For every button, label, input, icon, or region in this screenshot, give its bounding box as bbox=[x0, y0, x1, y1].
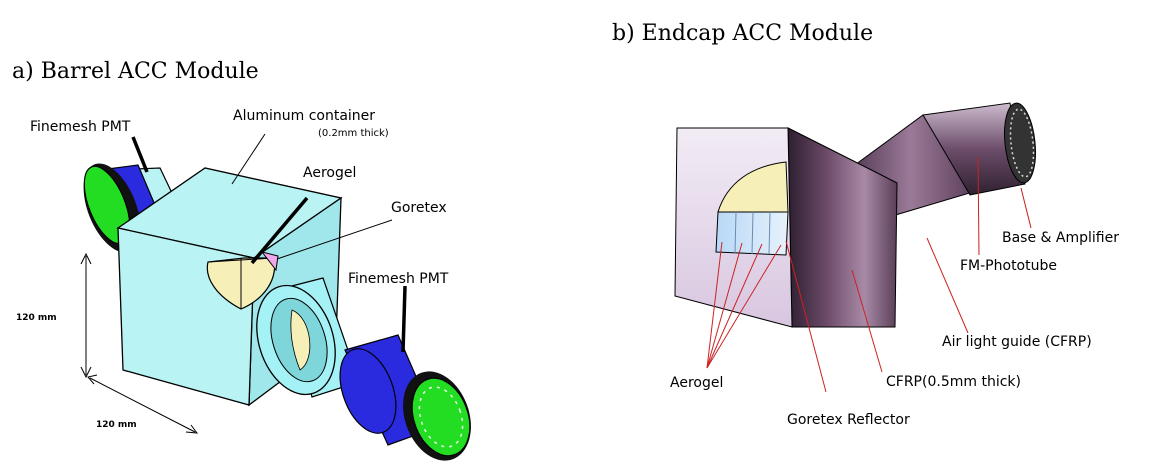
goretex-reflector-label: Goretex Reflector bbox=[787, 412, 910, 428]
air-light-guide-label: Air light guide (CFRP) bbox=[942, 334, 1092, 350]
endcap-aerogel-block bbox=[715, 161, 789, 256]
aerogel-block bbox=[206, 251, 279, 310]
panel-a-leaders bbox=[131, 133, 407, 353]
finemesh-pmt-right-label: Finemesh PMT bbox=[348, 271, 449, 287]
panel-a-title: a) Barrel ACC Module bbox=[12, 59, 259, 84]
aerogel-label-b: Aerogel bbox=[670, 375, 723, 391]
base-amplifier-label: Base & Amplifier bbox=[1002, 230, 1119, 246]
width-dimension-label: 120 mm bbox=[96, 420, 137, 430]
finemesh-pmt-left-label: Finemesh PMT bbox=[30, 119, 131, 135]
height-dimension-label: 120 mm bbox=[16, 313, 57, 323]
panel-b-leaders bbox=[706, 156, 1032, 393]
endcap-fm-phototube bbox=[922, 102, 1036, 196]
panel-b-title: b) Endcap ACC Module bbox=[612, 21, 873, 46]
cfrp-label: CFRP(0.5mm thick) bbox=[886, 374, 1021, 390]
fm-phototube-label: FM-Phototube bbox=[960, 258, 1057, 274]
right-finemesh-pmt bbox=[339, 334, 471, 461]
aluminum-container-label: Aluminum container bbox=[233, 108, 375, 124]
thickness-label: (0.2mm thick) bbox=[318, 128, 389, 139]
panel-a-dimensions bbox=[80, 252, 199, 434]
aerogel-label-a: Aerogel bbox=[303, 165, 356, 181]
goretex-label: Goretex bbox=[391, 200, 447, 216]
